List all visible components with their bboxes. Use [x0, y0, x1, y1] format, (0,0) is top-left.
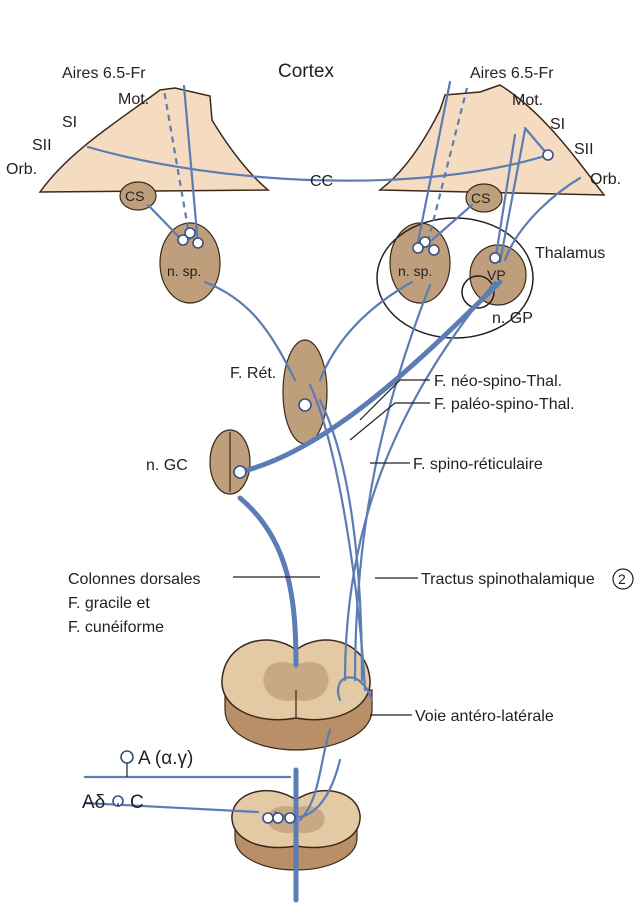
label-colonnes-2: F. gracile et [68, 595, 150, 612]
label-fiber-a: A (α.γ) [138, 748, 193, 769]
label-cortex: Cortex [278, 61, 334, 82]
label-spino-ret: F. spino-réticulaire [413, 456, 543, 473]
label-paleo-spino: F. paléo-spino-Thal. [434, 396, 575, 413]
label-orb-right: Orb. [590, 171, 621, 188]
label-fiber-c: C [130, 792, 144, 813]
label-vp: VP [487, 267, 506, 283]
label-fret: F. Rét. [230, 365, 276, 382]
pathways [85, 82, 580, 900]
label-voie: Voie antéro-latérale [415, 708, 554, 725]
label-colonnes-1: Colonnes dorsales [68, 571, 201, 588]
label-orb-left: Orb. [6, 161, 37, 178]
label-sii-right: SII [574, 141, 594, 158]
label-aires-left: Aires 6.5-Fr [62, 65, 146, 82]
label-tractus: Tractus spinothalamique [421, 571, 595, 588]
label-ngp: n. GP [492, 310, 533, 327]
label-fiber-ad: Aδ [82, 792, 105, 813]
label-cc: CC [310, 173, 333, 190]
label-tractus-num: 2 [618, 571, 626, 587]
label-cs-left: CS [125, 188, 144, 204]
fret-nucleus [283, 340, 327, 444]
label-nsp-left: n. sp. [167, 263, 201, 279]
label-sii-left: SII [32, 137, 52, 154]
label-nsp-right: n. sp. [398, 263, 432, 279]
label-ngc: n. GC [146, 457, 188, 474]
cortex-left [40, 88, 268, 192]
label-colonnes-3: F. cunéiforme [68, 619, 164, 636]
label-mot-left: Mot. [118, 91, 149, 108]
label-mot-right: Mot. [512, 92, 543, 109]
label-cs-right: CS [471, 190, 490, 206]
label-neo-spino: F. néo-spino-Thal. [434, 373, 562, 390]
label-si-right: SI [550, 116, 565, 133]
label-thalamus: Thalamus [535, 245, 605, 262]
label-aires-right: Aires 6.5-Fr [470, 65, 554, 82]
label-si-left: SI [62, 114, 77, 131]
